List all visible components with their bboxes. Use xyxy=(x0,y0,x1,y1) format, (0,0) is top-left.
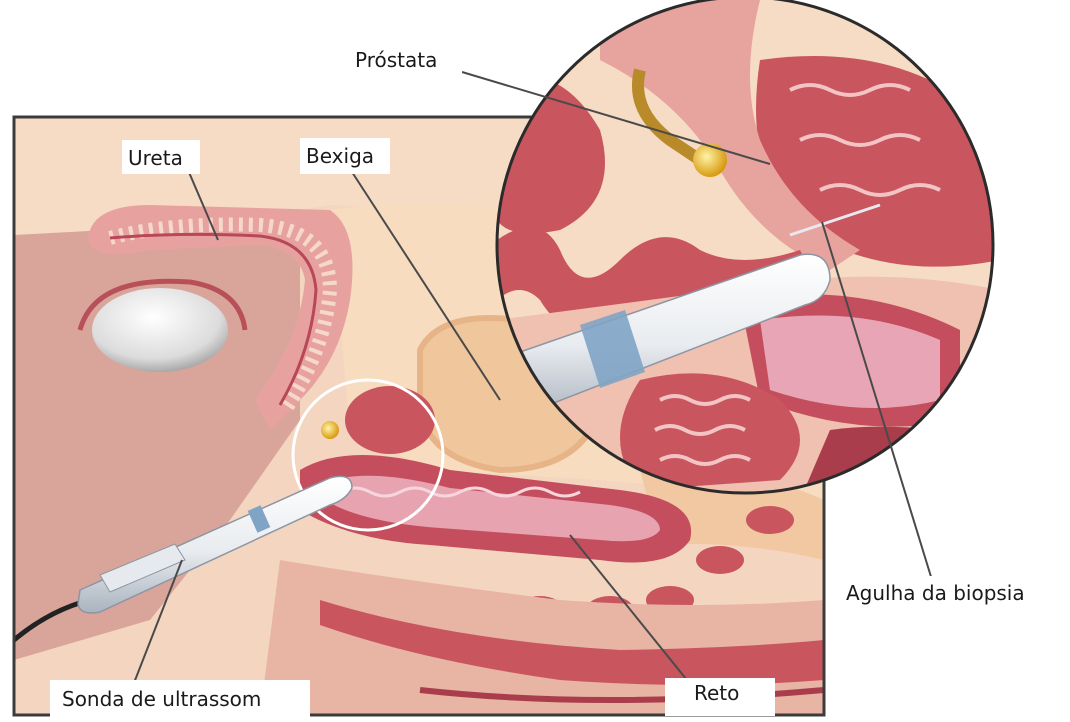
label-ureta: Ureta xyxy=(128,146,183,170)
label-sonda: Sonda de ultrassom xyxy=(62,687,261,711)
label-agulha: Agulha da biopsia xyxy=(846,581,1025,605)
label-ureta-group: Ureta xyxy=(122,140,200,174)
label-prostata: Próstata xyxy=(355,48,437,72)
prostate-small xyxy=(345,386,435,454)
label-bexiga: Bexiga xyxy=(306,144,374,168)
zoom-gland xyxy=(693,143,727,177)
prostate-gland-small xyxy=(321,421,339,439)
label-agulha-group: Agulha da biopsia xyxy=(842,576,1064,610)
zoom-detail-view xyxy=(497,0,1000,500)
label-bexiga-group: Bexiga xyxy=(300,138,390,174)
label-reto: Reto xyxy=(694,681,739,705)
testicle xyxy=(92,288,228,372)
label-prostata-group: Próstata xyxy=(350,44,462,74)
label-sonda-group: Sonda de ultrassom xyxy=(50,680,310,718)
label-reto-group: Reto xyxy=(665,678,775,716)
